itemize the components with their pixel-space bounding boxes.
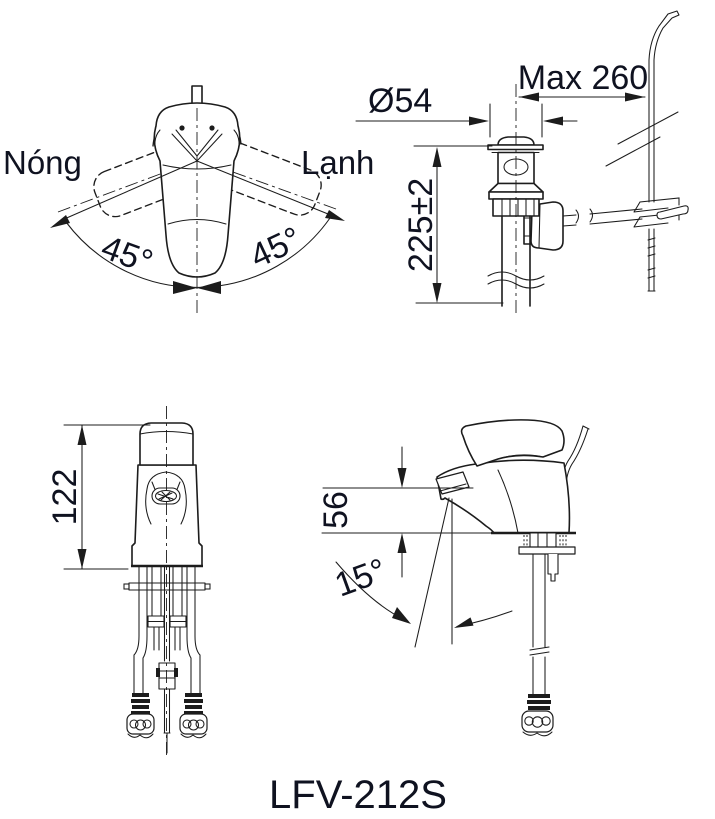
hose-fitting-left <box>126 693 155 739</box>
drain-body <box>487 136 564 307</box>
max-reach-dimension: Max 260 <box>518 59 648 102</box>
deck-break-marks <box>605 111 679 167</box>
side-base-hardware <box>491 531 576 737</box>
faucet-side-view: 56 15° <box>317 419 590 737</box>
spout-angle-label: 15° <box>330 551 391 604</box>
popup-drain-view: Max 260 Ø54 225±2 <box>355 10 689 315</box>
faucet-front-view: 122 <box>46 406 211 758</box>
side-body <box>435 459 571 534</box>
cold-label: Lạnh <box>301 144 374 181</box>
side-handle <box>460 419 565 467</box>
diameter-label: Ø54 <box>368 82 432 120</box>
angle-dimension <box>50 160 345 294</box>
diameter-dimension: Ø54 <box>355 82 578 138</box>
model-label: LFV-212S <box>269 773 447 817</box>
hot-label: Nóng <box>3 144 82 181</box>
drain-height-label: 225±2 <box>402 178 440 272</box>
front-under-body <box>123 566 211 754</box>
hose-fitting-right <box>179 693 208 739</box>
angle-left-label: 45° <box>96 228 157 281</box>
handle-dashed-right-position <box>212 141 322 216</box>
spout-height-dimension: 56 <box>317 446 513 578</box>
drain-height-dimension: 225±2 <box>402 145 504 304</box>
max-reach-label: Max 260 <box>518 59 648 97</box>
angle-right-label: 45° <box>245 220 308 276</box>
pivot-rod <box>562 208 643 227</box>
lift-rod <box>647 10 680 292</box>
faucet-height-label: 122 <box>46 469 84 526</box>
front-body <box>131 422 203 568</box>
rod-clip <box>633 197 689 228</box>
handle-rotation-top-view: Nóng Lạnh 45° 45° <box>3 85 374 314</box>
spout-height-label: 56 <box>317 491 355 529</box>
faucet-height-dimension: 122 <box>46 424 151 570</box>
